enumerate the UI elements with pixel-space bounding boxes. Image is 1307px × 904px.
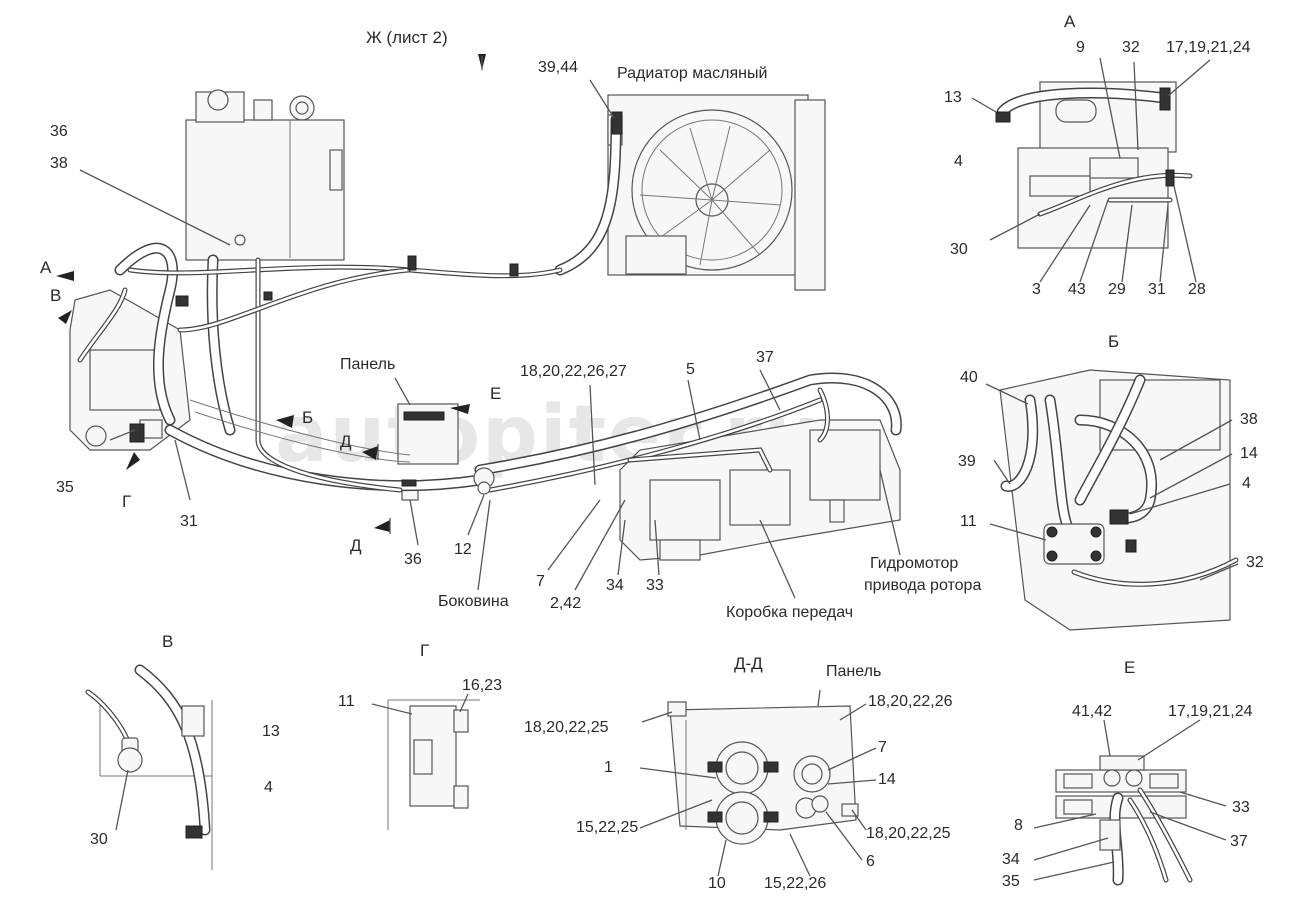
b-callout-14: 14 xyxy=(1240,445,1258,462)
b-callout-11: 11 xyxy=(960,513,977,530)
dd-callout-10: 10 xyxy=(708,875,726,892)
v-callout-4: 4 xyxy=(264,779,273,796)
callout-5: 5 xyxy=(686,361,695,378)
view-zh-label: Ж (лист 2) xyxy=(366,28,448,47)
callout-36b: 36 xyxy=(404,551,422,568)
main-hoses xyxy=(77,111,902,495)
callout-36: 36 xyxy=(50,123,68,140)
dd-callout-14: 14 xyxy=(878,771,896,788)
v-callout-13: 13 xyxy=(262,723,280,740)
e-callout-41-42: 41,42 xyxy=(1072,703,1113,720)
dd-callout-6: 6 xyxy=(866,853,875,870)
leader-lines-main xyxy=(79,79,901,599)
e-callout-34: 34 xyxy=(1002,851,1020,868)
view-marker-d-upper: Д xyxy=(340,432,352,451)
callout-7: 7 xyxy=(536,573,545,590)
callout-34: 34 xyxy=(606,577,624,594)
view-a-title: А xyxy=(1064,12,1076,31)
callout-33: 33 xyxy=(646,577,664,594)
a-callout-17: 17,19,21,24 xyxy=(1166,39,1251,56)
dd-callout-18c: 18,20,22,25 xyxy=(866,825,951,842)
dd-callout-7: 7 xyxy=(878,739,887,756)
view-e-title: Е xyxy=(1124,658,1136,677)
view-marker-g: Г xyxy=(122,492,132,511)
view-marker-d-lower: Д xyxy=(350,536,362,555)
a-callout-13: 13 xyxy=(944,89,962,106)
a-callout-31: 31 xyxy=(1148,281,1166,298)
oil-tank xyxy=(185,89,345,261)
motor-label-2: привода ротора xyxy=(864,577,982,594)
view-g-title: Г xyxy=(420,641,430,660)
view-b-drawing xyxy=(985,369,1239,631)
radiator-label: Радиатор масляный xyxy=(617,65,768,82)
view-marker-e: Е xyxy=(490,384,502,403)
view-marker-a: А xyxy=(40,258,52,277)
view-arrows xyxy=(56,54,486,534)
b-callout-38: 38 xyxy=(1240,411,1258,428)
a-callout-3: 3 xyxy=(1032,281,1041,298)
a-callout-32: 32 xyxy=(1122,39,1140,56)
e-callout-8: 8 xyxy=(1014,817,1023,834)
dd-callout-15a: 15,22,25 xyxy=(576,819,639,836)
dd-panel-label: Панель xyxy=(826,663,882,680)
callout-37: 37 xyxy=(756,349,774,366)
g-callout-11: 11 xyxy=(338,693,355,710)
view-g-drawing xyxy=(371,693,480,830)
view-b-title: Б xyxy=(1108,332,1120,351)
v-callout-30: 30 xyxy=(90,831,108,848)
bokovina-label: Боковина xyxy=(438,593,509,610)
view-marker-b: Б xyxy=(302,408,314,427)
gearbox-label: Коробка передач xyxy=(726,604,854,621)
callout-18-20-22-26-27: 18,20,22,26,27 xyxy=(520,363,627,380)
g-callout-16-23: 16,23 xyxy=(462,677,503,694)
b-callout-39: 39 xyxy=(958,453,976,470)
view-dd-title: Д-Д xyxy=(734,654,763,673)
b-callout-40: 40 xyxy=(960,369,978,386)
dd-callout-15b: 15,22,26 xyxy=(764,875,827,892)
e-callout-37: 37 xyxy=(1230,833,1248,850)
callout-12: 12 xyxy=(454,541,472,558)
b-callout-4: 4 xyxy=(1242,475,1251,492)
a-callout-30: 30 xyxy=(950,241,968,258)
view-marker-v: В xyxy=(50,286,62,305)
callout-35: 35 xyxy=(56,479,74,496)
a-callout-4: 4 xyxy=(954,153,963,170)
oil-radiator xyxy=(607,94,826,291)
view-a-drawing xyxy=(971,57,1211,283)
view-dd-drawing xyxy=(639,689,877,877)
view-v-drawing xyxy=(85,664,213,870)
b-callout-32: 32 xyxy=(1246,554,1264,571)
dd-callout-18b: 18,20,22,26 xyxy=(868,693,953,710)
motor-label-1: Гидромотор xyxy=(870,555,959,572)
dd-callout-18a: 18,20,22,25 xyxy=(524,719,609,736)
gearbox-block xyxy=(619,419,901,561)
e-callout-35: 35 xyxy=(1002,873,1020,890)
callout-31: 31 xyxy=(180,513,198,530)
e-callout-33: 33 xyxy=(1232,799,1250,816)
callout-39-44: 39,44 xyxy=(538,59,579,76)
e-callout-17: 17,19,21,24 xyxy=(1168,703,1253,720)
a-callout-9: 9 xyxy=(1076,39,1085,56)
view-e-drawing xyxy=(1033,719,1227,886)
a-callout-43: 43 xyxy=(1068,281,1086,298)
callout-38: 38 xyxy=(50,155,68,172)
callout-2-42: 2,42 xyxy=(550,595,582,612)
a-callout-28: 28 xyxy=(1188,281,1206,298)
dd-callout-1: 1 xyxy=(604,759,613,776)
panel-label: Панель xyxy=(340,356,396,373)
a-callout-29: 29 xyxy=(1108,281,1126,298)
view-v-title: В xyxy=(162,632,174,651)
